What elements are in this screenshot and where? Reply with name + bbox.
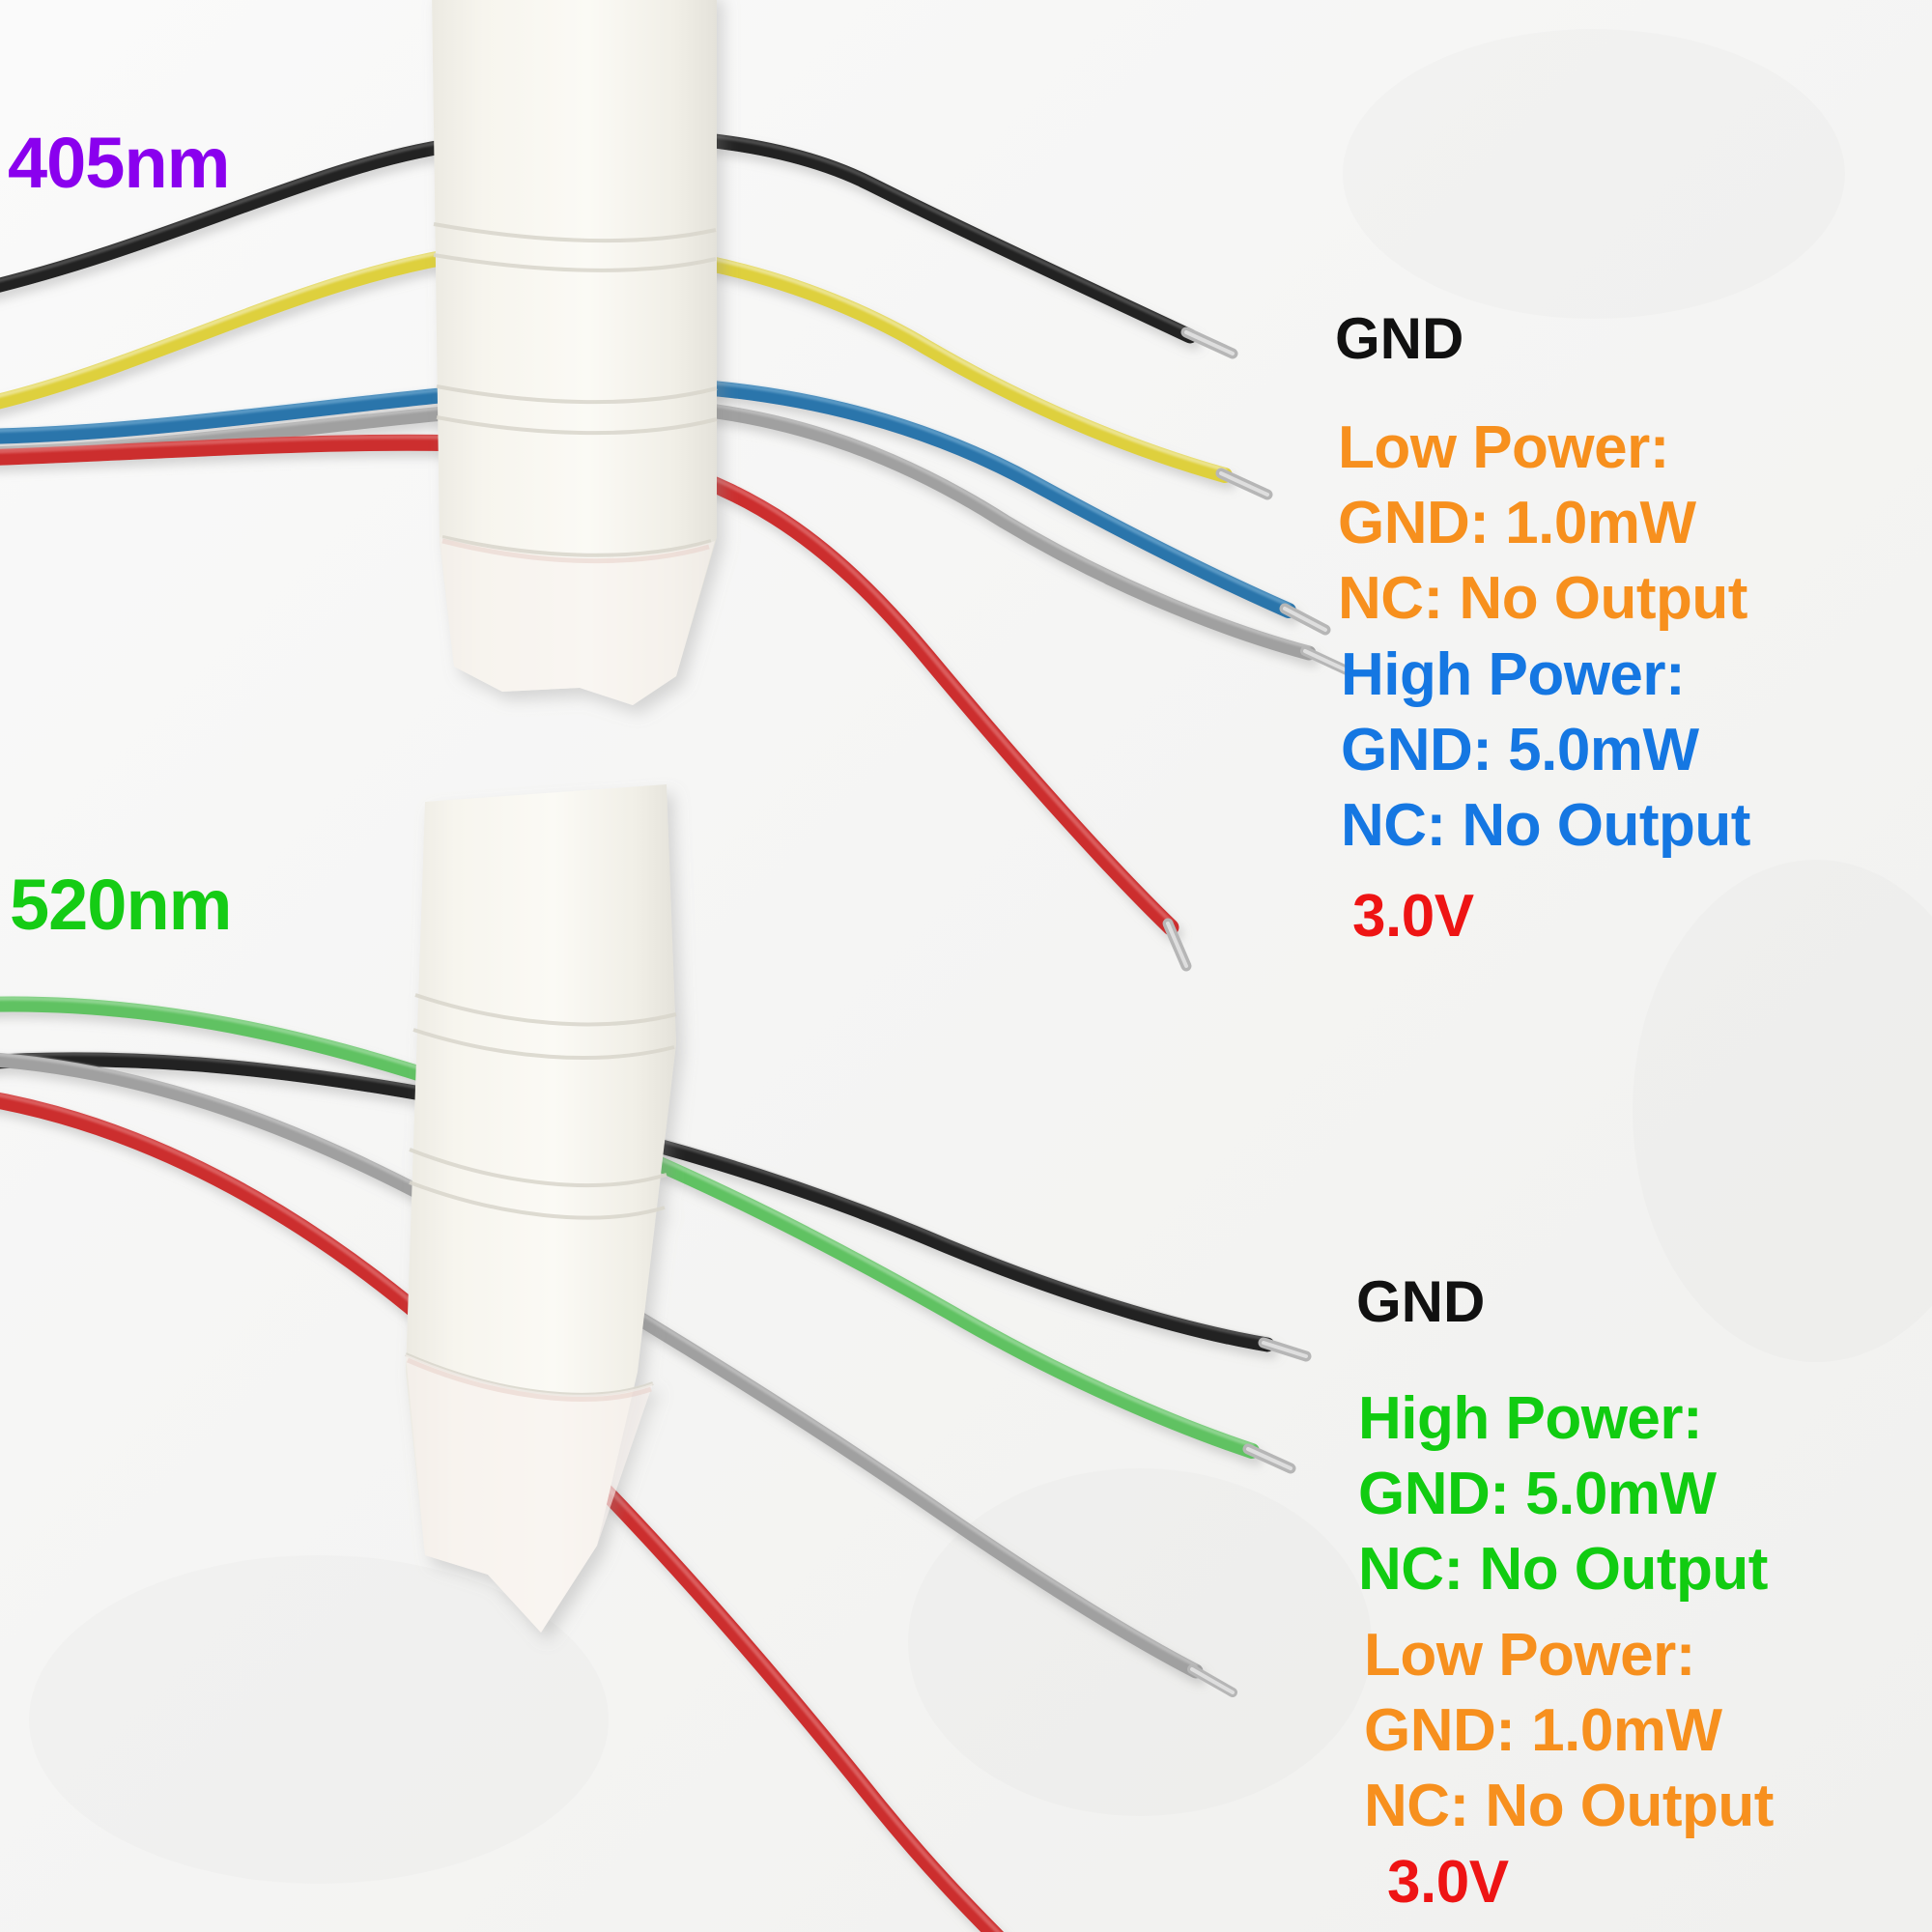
low-power-nc-405: NC: No Output: [1338, 565, 1747, 633]
harness-520: [0, 784, 1312, 1932]
high-power-title-405: High Power:: [1341, 641, 1686, 708]
gnd-label-405: GND: [1335, 306, 1464, 371]
low-power-gnd-405: GND: 1.0mW: [1338, 490, 1696, 557]
high-power-title-520: High Power:: [1358, 1385, 1703, 1452]
gnd-label-520: GND: [1356, 1269, 1486, 1334]
low-power-block-405: Low Power: GND: 1.0mW NC: No Output: [1338, 411, 1747, 637]
voltage-label-405: 3.0V: [1352, 883, 1474, 950]
wavelength-label-520nm: 520nm: [10, 865, 232, 945]
harness-405: [0, 0, 1351, 972]
wavelength-label-405nm: 405nm: [8, 123, 230, 203]
low-power-nc-520: NC: No Output: [1364, 1773, 1774, 1840]
low-power-gnd-520: GND: 1.0mW: [1364, 1697, 1722, 1765]
low-power-title-405: Low Power:: [1338, 414, 1669, 481]
low-power-block-520: Low Power: GND: 1.0mW NC: No Output: [1364, 1618, 1774, 1844]
high-power-block-520: High Power: GND: 5.0mW NC: No Output: [1358, 1381, 1768, 1607]
tape-strip-bottom: [405, 784, 677, 1633]
high-power-gnd-520: GND: 5.0mW: [1358, 1461, 1717, 1528]
high-power-gnd-405: GND: 5.0mW: [1341, 717, 1699, 784]
high-power-nc-520: NC: No Output: [1358, 1536, 1768, 1604]
high-power-block-405: High Power: GND: 5.0mW NC: No Output: [1341, 638, 1750, 864]
low-power-title-520: Low Power:: [1364, 1622, 1695, 1689]
tape-strip-top: [432, 0, 718, 705]
high-power-nc-405: NC: No Output: [1341, 792, 1750, 860]
voltage-label-520: 3.0V: [1387, 1849, 1509, 1916]
